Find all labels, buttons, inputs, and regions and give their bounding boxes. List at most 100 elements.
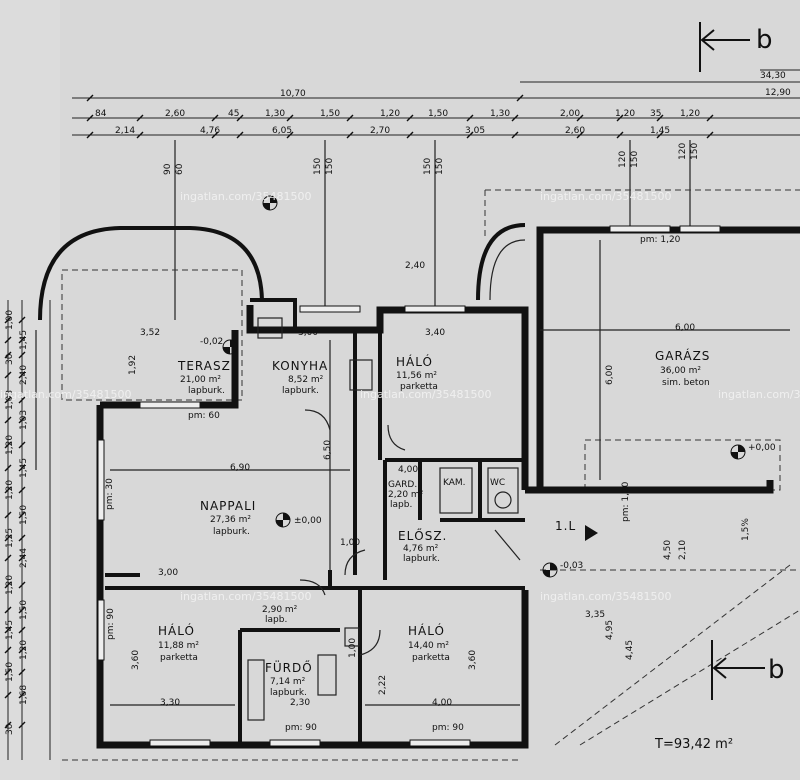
- dim-tick: [576, 131, 584, 139]
- dim-row3-value: 6,05: [272, 126, 292, 136]
- dim-tick: [406, 131, 414, 139]
- dim-tick: [706, 131, 714, 139]
- interior-dim-value: 3,60: [468, 650, 478, 670]
- dim-tick: [4, 371, 12, 379]
- window-dim-value: 90: [163, 163, 173, 175]
- side-dim-value: 1,20: [5, 435, 15, 455]
- interior-dim-value: 1,00: [348, 638, 358, 658]
- interior-dim-value: 4,95: [605, 620, 615, 640]
- dim-overall-width: 10,70: [280, 89, 306, 99]
- room-halo-1: HÁLÓ 11,56 m² parketta: [396, 354, 438, 392]
- svg-text:lapburk.: lapburk.: [270, 688, 307, 698]
- dim-tick: [4, 626, 12, 634]
- interior-dim-value: 1,92: [128, 355, 138, 375]
- dim-tick: [18, 646, 26, 654]
- interior-dim-value: 2,40: [405, 261, 425, 271]
- window-dim-value: 150: [423, 158, 433, 175]
- room-wc: WC: [490, 478, 505, 488]
- dim-tick: [286, 131, 294, 139]
- svg-text:lapb.: lapb.: [265, 615, 287, 625]
- svg-text:HÁLÓ: HÁLÓ: [408, 623, 445, 638]
- dim-tick: [4, 606, 12, 614]
- dim-tick: [4, 316, 12, 324]
- dim-tick: [18, 316, 26, 324]
- svg-text:14,40 m²: 14,40 m²: [408, 641, 449, 651]
- interior-dim-value: 4,00: [432, 698, 452, 708]
- side-dim-value: 2,44: [19, 548, 29, 568]
- room-hallway: 2,90 m² lapb.: [262, 605, 298, 625]
- level-terrace: -0,02: [200, 337, 223, 347]
- interior-dim-value: 6,90: [230, 463, 250, 473]
- svg-text:lapburk.: lapburk.: [403, 554, 440, 564]
- dim-tick: [4, 464, 12, 472]
- level-marker-4: [222, 339, 238, 355]
- interior-dim-value: 3,00: [298, 328, 318, 338]
- section-letter-bottom: b: [768, 655, 785, 685]
- dim-row2-value: 2,00: [560, 109, 580, 119]
- room-konyha: KONYHA 8,52 m² lapburk.: [272, 359, 327, 396]
- level-garage: +0,00: [748, 443, 776, 453]
- side-dim-value: 30: [5, 353, 15, 365]
- svg-text:27,36 m²: 27,36 m²: [210, 515, 251, 525]
- slope-note: 1,5%: [741, 518, 751, 541]
- dim-row2-value: 1,20: [380, 109, 400, 119]
- interior-dim-value: 3,00: [158, 568, 178, 578]
- dim-row2-value: 1,30: [265, 109, 285, 119]
- sill-note: pm: 1,20: [621, 481, 631, 522]
- svg-text:FÜRDŐ: FÜRDŐ: [265, 659, 313, 675]
- dim-tick: [18, 351, 26, 359]
- side-dim-value: 1,20: [19, 640, 29, 660]
- interior-dim-value: 3,52: [140, 328, 160, 338]
- dim-tick: [18, 581, 26, 589]
- dim-tick: [4, 534, 12, 542]
- dim-tick: [511, 131, 519, 139]
- svg-text:11,88 m²: 11,88 m²: [158, 641, 199, 651]
- dim-row2-value: 1,50: [320, 109, 340, 119]
- dim-tick: [4, 646, 12, 654]
- side-dim-value: 1,45: [19, 458, 29, 478]
- dim-tick: [136, 114, 144, 122]
- dim-tick: [286, 114, 294, 122]
- dim-tick: [18, 371, 26, 379]
- window-dim-value: 150: [435, 158, 445, 175]
- dim-tick: [656, 131, 664, 139]
- dim-tick: [4, 511, 12, 519]
- dim-tick: [4, 396, 12, 404]
- dim-tick: [211, 131, 219, 139]
- interior-dim-value: 3,35: [585, 610, 605, 620]
- dim-tick: [18, 626, 26, 634]
- dim-row2-value: 2,60: [165, 109, 185, 119]
- watermark-7: ingatlan.com/35481500: [540, 590, 672, 603]
- watermark-1: ingatlan.com/35481500: [180, 190, 312, 203]
- dim-tick: [406, 114, 414, 122]
- dim-tick: [86, 131, 94, 139]
- svg-text:lapburk.: lapburk.: [213, 527, 250, 537]
- svg-text:lapburk.: lapburk.: [282, 386, 319, 396]
- window-dim-value: 150: [313, 158, 323, 175]
- dim-total-12: 12,90: [765, 88, 791, 98]
- svg-text:lapb.: lapb.: [390, 500, 412, 510]
- dim-tick: [4, 691, 12, 699]
- level-living: ±0,00: [294, 516, 322, 526]
- side-dim-value: 1,25: [5, 528, 15, 548]
- dim-tick: [18, 396, 26, 404]
- section-mark-top: b: [699, 22, 773, 72]
- top-dimension-lines: [72, 69, 800, 139]
- dim-tick: [616, 131, 624, 139]
- dim-tick: [4, 351, 12, 359]
- interior-dim-value: 2,30: [290, 698, 310, 708]
- windows: [97, 225, 721, 747]
- svg-text:KAM.: KAM.: [443, 478, 466, 488]
- dim-tick: [18, 486, 26, 494]
- dim-tick: [516, 94, 524, 102]
- dim-tick: [656, 114, 664, 122]
- room-garazs: GARÁZS 36,00 m² sim. beton: [655, 348, 710, 388]
- room-terasz: TERASZ 21,00 m² lapburk.: [177, 359, 230, 396]
- dim-tick: [18, 416, 26, 424]
- room-nappali: NAPPALI 27,36 m² lapburk.: [200, 499, 255, 537]
- interior-dim-value: 4,50: [663, 540, 673, 560]
- dim-row3-value: 4,76: [200, 126, 220, 136]
